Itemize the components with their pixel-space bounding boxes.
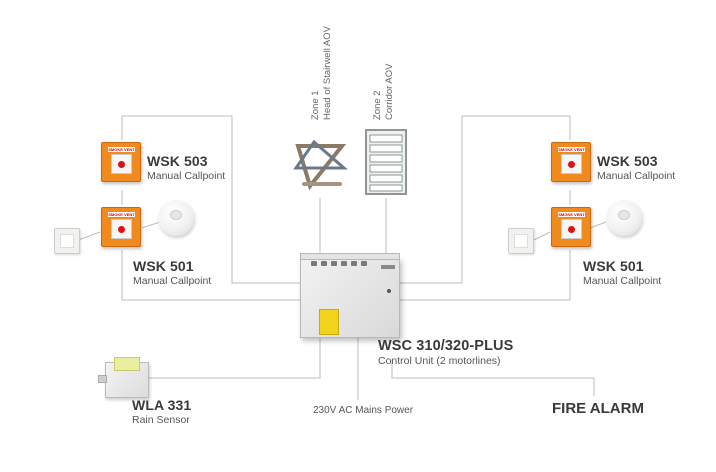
vent-slot — [341, 261, 347, 266]
rain-sensor-grid — [114, 357, 140, 371]
louvre-vent-icon — [365, 129, 407, 195]
right-wsk503-callpoint-icon: SMOKE VENT — [551, 142, 591, 182]
vent-slot — [351, 261, 357, 266]
detector-chamber — [170, 210, 182, 220]
warning-label — [319, 309, 339, 335]
left-wall-switch-icon — [54, 228, 80, 254]
callpoint-header: SMOKE VENT — [108, 212, 135, 217]
rain-sensor-icon — [98, 357, 149, 398]
vent-slot — [311, 261, 317, 266]
wire-right-bottom — [400, 250, 571, 301]
wire-rain — [140, 336, 321, 379]
right-wsk501-callpoint-icon: SMOKE VENT — [551, 207, 591, 247]
detector-chamber — [618, 210, 630, 220]
left-wsk503-label: WSK 503 Manual Callpoint — [147, 153, 225, 182]
zone1-line1: Zone 1 — [310, 90, 321, 120]
rain-sensor-title: WLA 331 — [132, 397, 192, 413]
vent-slot — [331, 261, 337, 266]
callpoint-header: SMOKE VENT — [108, 147, 135, 152]
control-unit-label: WSC 310/320-PLUS Control Unit (2 motorli… — [378, 338, 513, 367]
zone2-line1: Zone 2 — [372, 90, 383, 120]
left-smoke-detector-icon — [158, 200, 194, 236]
roof-vent-icon — [293, 139, 348, 191]
control-unit-lid — [300, 253, 400, 260]
wire-right-top — [400, 115, 571, 284]
right-wsk503-sub: Manual Callpoint — [597, 170, 676, 182]
callpoint-glass — [111, 219, 132, 239]
brand-plate — [381, 265, 395, 269]
cable-gland — [98, 375, 107, 383]
left-wsk501-callpoint-icon: SMOKE VENT — [101, 207, 141, 247]
zone2-label: Zone 2 Corridor AOV — [372, 64, 396, 121]
right-wsk503-title: WSK 503 — [597, 153, 658, 169]
callpoint-button — [118, 226, 125, 233]
vent-slot — [361, 261, 367, 266]
right-wsk503-label: WSK 503 Manual Callpoint — [597, 153, 675, 182]
wire-right-smoke — [589, 221, 607, 229]
callpoint-button — [568, 161, 575, 168]
left-wsk501-label: WSK 501 Manual Callpoint — [133, 258, 211, 287]
wire-left-top — [121, 115, 300, 284]
wire-right-switch — [533, 231, 551, 241]
left-wsk503-title: WSK 503 — [147, 153, 208, 169]
right-wsk501-label: WSK 501 Manual Callpoint — [583, 258, 661, 287]
right-smoke-detector-icon — [606, 200, 642, 236]
vent-slot — [321, 261, 327, 266]
control-unit-sub: Control Unit (2 motorlines) — [378, 355, 501, 367]
callpoint-glass — [561, 154, 582, 174]
wire-left-switch — [77, 231, 101, 241]
control-unit-icon — [300, 253, 400, 338]
right-wsk501-title: WSK 501 — [583, 258, 644, 274]
left-wsk503-callpoint-icon: SMOKE VENT — [101, 142, 141, 182]
right-wsk501-sub: Manual Callpoint — [583, 275, 662, 287]
right-wall-switch-icon — [508, 228, 534, 254]
switch-rocker — [60, 234, 74, 248]
rain-sensor-sub: Rain Sensor — [132, 414, 190, 426]
rain-sensor-label: WLA 331 Rain Sensor — [132, 397, 191, 426]
zone2-line2: Corridor AOV — [384, 63, 395, 121]
callpoint-glass — [111, 154, 132, 174]
switch-rocker — [514, 234, 528, 248]
wire-fire — [391, 360, 595, 396]
control-unit-title: WSC 310/320-PLUS — [378, 338, 514, 354]
zone1-line2: Head of Stairwell AOV — [322, 26, 333, 120]
callpoint-header: SMOKE VENT — [558, 147, 585, 152]
callpoint-glass — [561, 219, 582, 239]
key-lock — [387, 289, 391, 293]
fire-alarm-label: FIRE ALARM — [552, 400, 644, 417]
zone1-label: Zone 1 Head of Stairwell AOV — [310, 26, 334, 120]
callpoint-header: SMOKE VENT — [558, 212, 585, 217]
mains-power-label: 230V AC Mains Power — [313, 405, 414, 416]
callpoint-button — [118, 161, 125, 168]
callpoint-button — [568, 226, 575, 233]
wire-left-bottom — [121, 250, 300, 301]
left-wsk501-title: WSK 501 — [133, 258, 194, 274]
left-wsk503-sub: Manual Callpoint — [147, 170, 226, 182]
wire-left-smoke — [141, 221, 161, 229]
left-wsk501-sub: Manual Callpoint — [133, 275, 212, 287]
